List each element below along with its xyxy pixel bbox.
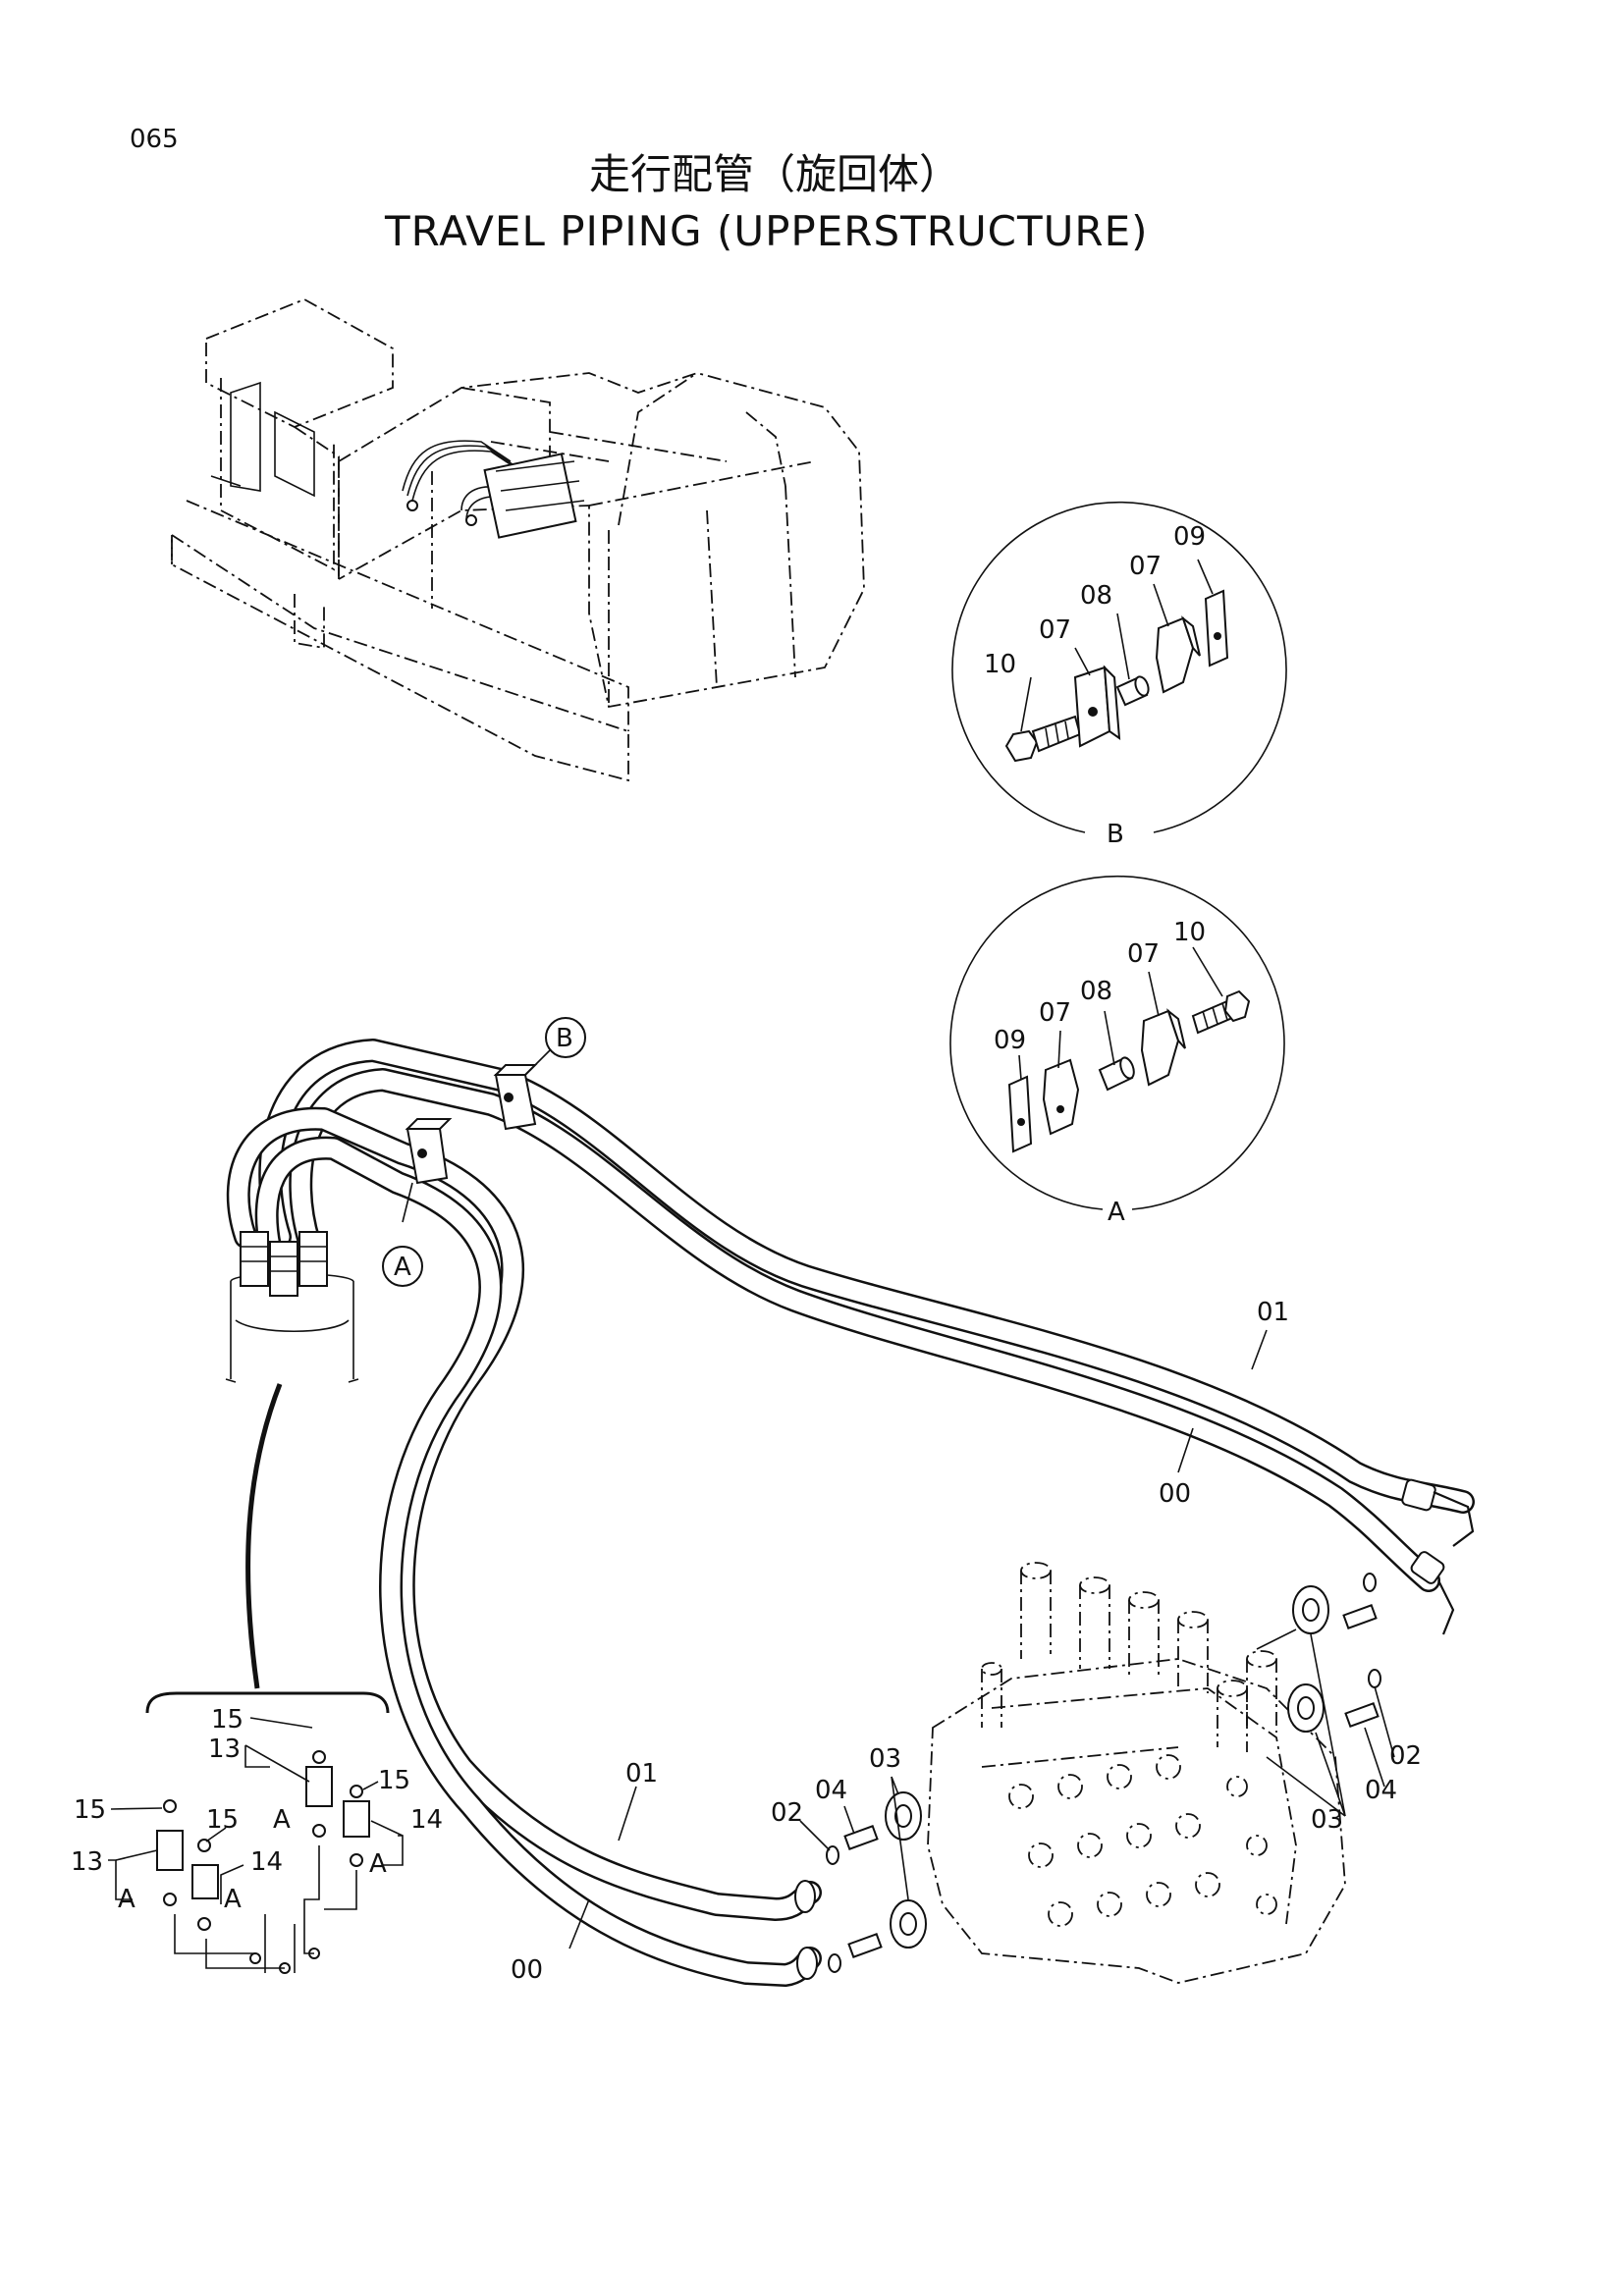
port-fittings-inset: 15 13 A 15 15 15 14 13 14 A A A: [71, 1691, 443, 1974]
title-english: TRAVEL PIPING (UPPERSTRUCTURE): [384, 207, 1149, 255]
inset-label-15b: 15: [378, 1766, 410, 1795]
machine-overview: [171, 298, 865, 782]
valve-labels: 02 04 03 02 04 03: [771, 1741, 1422, 1835]
valve-label-right-03: 03: [1311, 1805, 1343, 1835]
detail-a-label-10: 10: [1173, 918, 1206, 947]
inset-label-15c: 15: [74, 1795, 106, 1825]
hose-assemblies: [226, 1039, 1475, 1987]
inset-label-A2: A: [369, 1849, 387, 1879]
valve-label-left-04: 04: [815, 1776, 847, 1805]
inset-label-15d: 15: [206, 1805, 239, 1835]
hose-label-low-00: 00: [511, 1955, 543, 1985]
detail-b-label-09: 09: [1173, 522, 1206, 552]
valve-label-left-03: 03: [869, 1744, 901, 1774]
valve-label-right-02: 02: [1389, 1741, 1422, 1771]
inset-label-A4: A: [224, 1885, 242, 1914]
detail-a-label-09: 09: [994, 1026, 1026, 1055]
inset-label-13b: 13: [71, 1847, 103, 1877]
inset-label-A3: A: [118, 1885, 135, 1914]
inset-label-14a: 14: [410, 1805, 443, 1835]
inset-label-A1: A: [273, 1805, 291, 1835]
valve-label-right-04: 04: [1365, 1776, 1397, 1805]
detail-b-label-07b: 07: [1129, 552, 1162, 581]
inset-label-13a: 13: [208, 1735, 241, 1764]
detail-a-label-07b: 07: [1127, 939, 1160, 969]
detail-a-label-08: 08: [1080, 977, 1112, 1006]
valve-label-left-02: 02: [771, 1798, 803, 1828]
detail-b: B 10 07 08 07 09: [951, 501, 1287, 849]
callout-a: A: [382, 1246, 423, 1287]
detail-a: A 09 07 08 07 10: [949, 875, 1285, 1227]
hose-label-top-01: 01: [1257, 1298, 1289, 1327]
title-japanese: 走行配管（旋回体）: [589, 150, 960, 198]
center-joint: [225, 1231, 359, 1689]
detail-a-caption: A: [1108, 1198, 1125, 1227]
control-valve: [927, 1562, 1346, 1984]
hose-label-top-00: 00: [1159, 1479, 1191, 1509]
detail-b-label-10: 10: [984, 650, 1016, 679]
callout-a-text: A: [394, 1253, 411, 1282]
inset-label-15a: 15: [211, 1705, 243, 1735]
detail-b-label-08: 08: [1080, 581, 1112, 611]
inset-label-14b: 14: [250, 1847, 283, 1877]
detail-a-label-07a: 07: [1039, 998, 1071, 1028]
hose-label-low-01: 01: [625, 1759, 658, 1789]
hose-clamps: [402, 1049, 551, 1223]
detail-b-caption: B: [1107, 820, 1124, 849]
callout-b: B: [545, 1017, 586, 1058]
page-number: 065: [130, 125, 179, 154]
callout-b-text: B: [556, 1024, 573, 1053]
hose-labels: 01 00 01 00: [511, 1298, 1289, 1985]
detail-b-label-07a: 07: [1039, 615, 1071, 645]
valve-port-parts: [799, 1573, 1395, 1973]
